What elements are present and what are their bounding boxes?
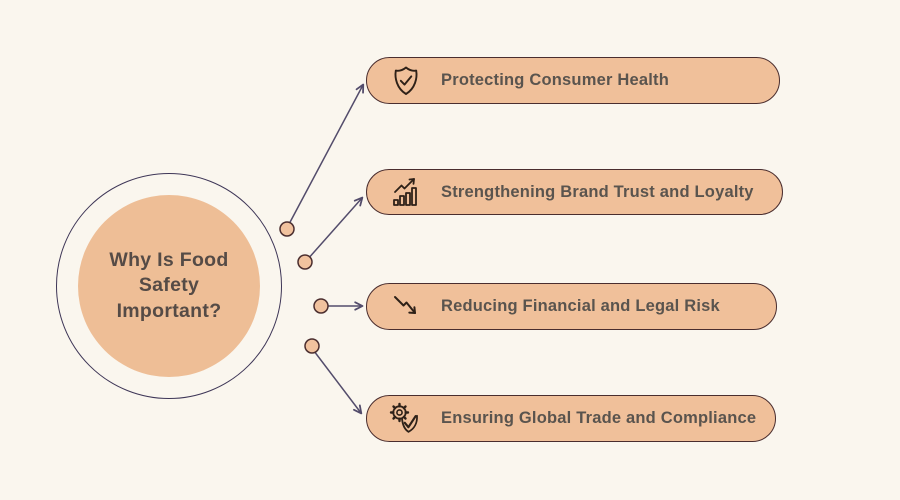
connector-dot-1	[279, 221, 295, 237]
branch-label: Reducing Financial and Legal Risk	[441, 297, 720, 315]
branch-label: Ensuring Global Trade and Compliance	[441, 409, 757, 427]
connector-dot-4	[304, 338, 320, 354]
central-topic-circle: Why Is Food Safety Important?	[78, 195, 260, 377]
gear-check-icon	[389, 402, 423, 436]
trend-down-arrow-icon	[389, 290, 423, 324]
branch-label: Strengthening Brand Trust and Loyalty	[441, 182, 754, 201]
connector-line-1	[287, 83, 365, 227]
branch-pill-risk-reduction: Reducing Financial and Legal Risk	[366, 283, 777, 330]
connector-dot-3	[313, 298, 329, 314]
branch-pill-brand-trust: Strengthening Brand Trust and Loyalty	[366, 169, 783, 215]
connector-line-4	[313, 350, 363, 415]
connector-line-2	[306, 196, 364, 261]
central-topic-title: Why Is Food Safety Important?	[109, 248, 229, 322]
growth-chart-icon	[389, 175, 423, 209]
connector-dot-2	[297, 254, 313, 270]
branch-pill-consumer-health: Protecting Consumer Health	[366, 57, 780, 104]
branch-label: Protecting Consumer Health	[441, 71, 669, 89]
shield-check-icon	[389, 64, 423, 98]
central-topic-ring	[56, 173, 282, 399]
branch-pill-trade-compliance: Ensuring Global Trade and Compliance	[366, 395, 776, 442]
